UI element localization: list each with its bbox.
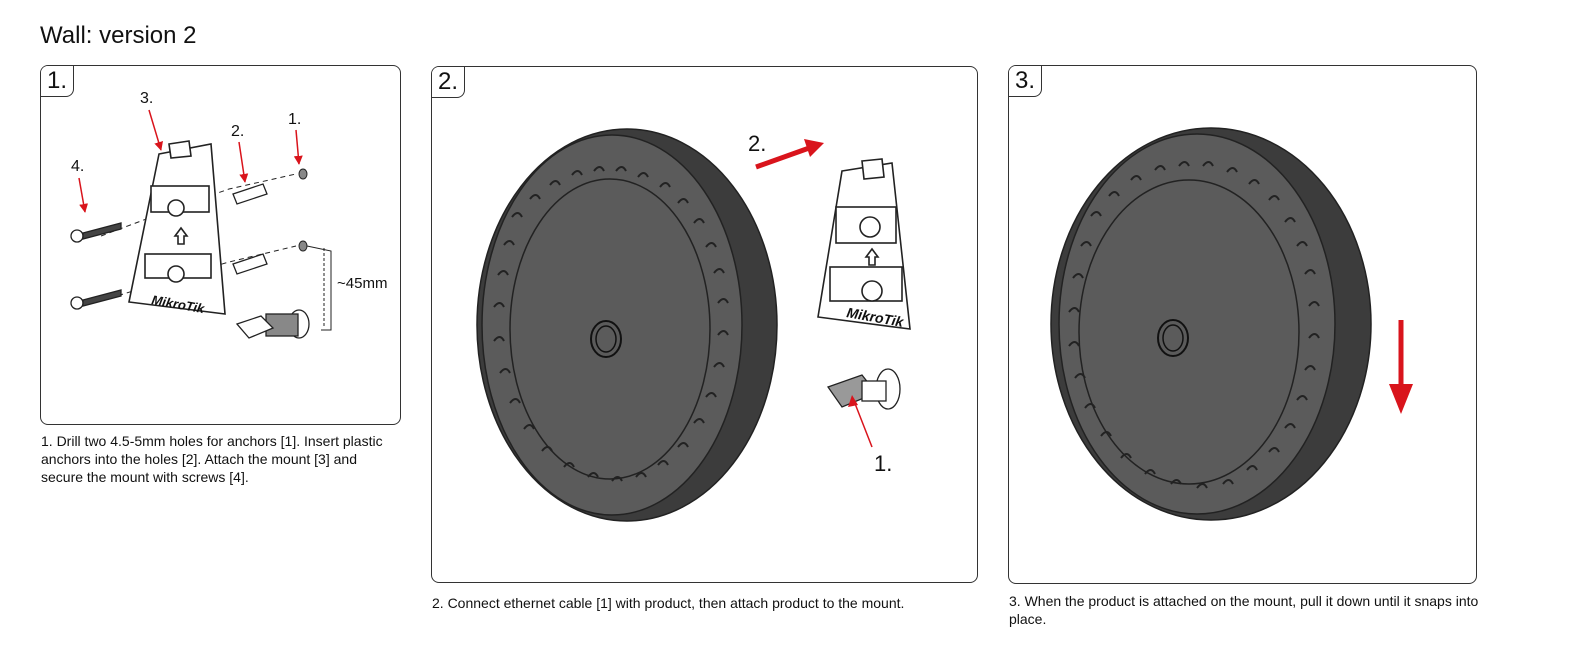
- callout-2: 2.: [231, 123, 244, 140]
- step-3-caption: 3. When the product is attached on the m…: [1009, 593, 1479, 627]
- step-3-panel: 3.: [1008, 65, 1477, 584]
- mount-bracket: [817, 158, 911, 330]
- screw-top: [70, 222, 122, 243]
- mount-bracket: [128, 140, 226, 315]
- step-1-panel: ~45mm MikroTik: [40, 65, 401, 425]
- step-2-illustration: MikroTik 1. 2.: [476, 128, 911, 522]
- anchor-bottom: [232, 253, 268, 275]
- device-disc: [1050, 127, 1372, 521]
- device-disc: [476, 128, 778, 522]
- page-title: Wall: version 2: [40, 22, 197, 49]
- callout-1: 1.: [874, 451, 892, 476]
- dimension-line: [306, 245, 332, 331]
- step-1-illustration: ~45mm MikroTik: [70, 90, 387, 339]
- step-3-badge: 3.: [1009, 66, 1042, 97]
- step-3-illustration: [1050, 127, 1413, 521]
- callout-2: 2.: [748, 131, 766, 156]
- screw-bottom: [70, 289, 122, 310]
- step-2-panel: MikroTik 1. 2. 2.: [431, 66, 978, 583]
- step-1-caption: 1. Drill two 4.5-5mm holes for anchors […: [41, 433, 383, 485]
- callout-1: 1.: [288, 111, 301, 128]
- step-1-badge: 1.: [41, 66, 74, 97]
- wall-hole-top: [298, 168, 308, 180]
- cable-callout-line: [853, 400, 873, 448]
- attach-arrow: [755, 144, 813, 170]
- ethernet-cable: [235, 309, 310, 339]
- callout-3: 3.: [140, 90, 153, 107]
- anchor-top: [232, 183, 268, 205]
- dimension-label: ~45mm: [337, 275, 387, 292]
- wall-hole-bottom: [298, 240, 308, 252]
- callout-4: 4.: [71, 158, 84, 175]
- step-2-badge: 2.: [432, 67, 465, 98]
- callout-arrows: [78, 109, 303, 213]
- ethernet-cable: [826, 368, 901, 410]
- step-2-caption: 2. Connect ethernet cable [1] with produ…: [432, 595, 905, 611]
